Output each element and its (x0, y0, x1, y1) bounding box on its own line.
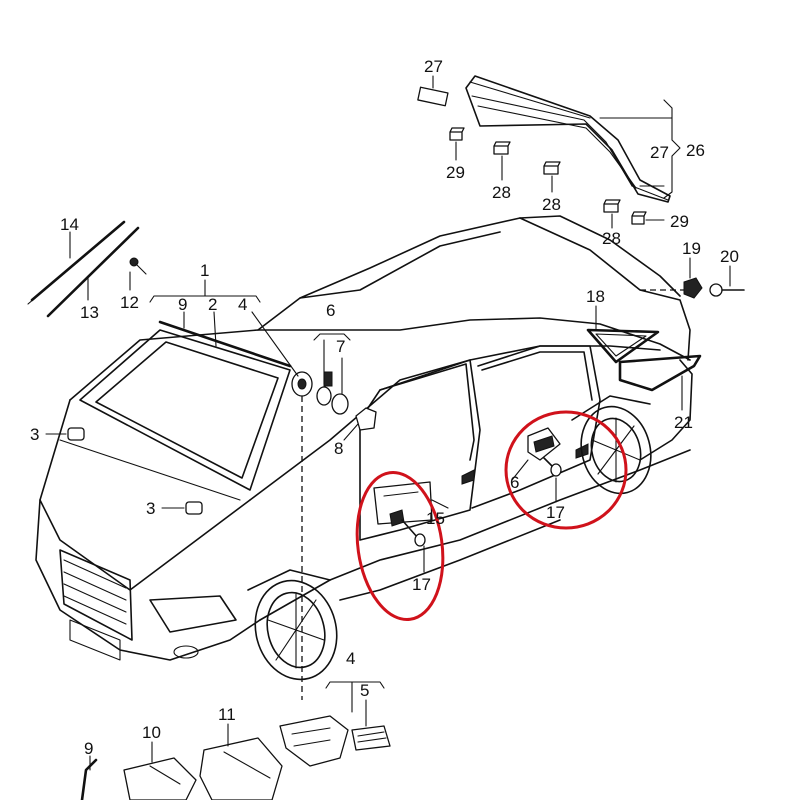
callout-14: 14 (60, 215, 79, 234)
callout-27-top: 27 (424, 57, 443, 76)
part-27-strip (417, 86, 449, 107)
part-17-bolt-rear (543, 457, 562, 477)
highlight-circle-rear-door (504, 410, 628, 530)
callout-6-top: 6 (326, 301, 335, 320)
callout-3-center: 3 (146, 499, 155, 518)
callout-2: 2 (208, 295, 217, 314)
part-10-cover (123, 757, 197, 801)
part-28-clip-c (603, 199, 621, 213)
callout-labels: 27 27 26 29 28 28 28 29 19 20 18 21 14 1… (30, 57, 739, 758)
part-3-pad-a (67, 427, 85, 441)
callout-9-top: 9 (178, 295, 187, 314)
callout-4-bottom: 4 (346, 649, 355, 668)
part-3-pad-b (185, 501, 203, 515)
callout-28-c: 28 (602, 229, 621, 248)
leader-lines (45, 231, 731, 771)
part-4-lower-bracket (279, 715, 349, 767)
part-28-clip-b (543, 161, 561, 175)
part-13-trim (46, 226, 140, 318)
part-29-clip-a (449, 127, 465, 141)
part-9-seal-lower (80, 758, 98, 802)
callout-21: 21 (674, 413, 693, 432)
callout-3-left: 3 (30, 425, 39, 444)
callout-6-rear: 6 (510, 473, 519, 492)
callout-29-left: 29 (446, 163, 465, 182)
part-4-sensor (291, 371, 313, 397)
callout-10: 10 (142, 723, 161, 742)
callout-13: 13 (80, 303, 99, 322)
part-9-seal (158, 320, 292, 368)
callout-19: 19 (682, 239, 701, 258)
part-28-clip-a (493, 141, 511, 155)
part-14-trim (27, 220, 126, 305)
leader-lines-top-right (432, 75, 681, 229)
callout-12: 12 (120, 293, 139, 312)
callout-9-bottom: 9 (84, 739, 93, 758)
callout-4-top: 4 (238, 295, 247, 314)
callout-18: 18 (586, 287, 605, 306)
callout-20: 20 (720, 247, 739, 266)
callout-1: 1 (200, 261, 209, 280)
callout-11: 11 (218, 705, 236, 724)
part-11-cover (199, 737, 283, 801)
car-body (35, 215, 702, 681)
highlight-circle-front-door (355, 470, 445, 622)
part-6-housing (316, 371, 333, 406)
callout-17-front: 17 (412, 575, 431, 594)
callout-28-a: 28 (492, 183, 511, 202)
rear-window-assembly (465, 75, 671, 203)
part-17-bolt-front (389, 509, 426, 547)
part-29-clip-b (631, 211, 647, 225)
callout-7: 7 (336, 337, 345, 356)
part-5-cover (351, 725, 391, 751)
part-12-bolt (129, 257, 147, 275)
part-6-bracket-rear (527, 427, 561, 461)
callout-8: 8 (334, 439, 343, 458)
callout-5: 5 (360, 681, 369, 700)
callout-27-right: 27 (650, 143, 669, 162)
callout-17-rear: 17 (546, 503, 565, 522)
part-20-screw (709, 283, 745, 297)
callout-26: 26 (686, 141, 705, 160)
callout-28-b: 28 (542, 195, 561, 214)
callout-15: 15 (426, 509, 445, 528)
part-19-clip (683, 277, 703, 299)
callout-29-right: 29 (670, 212, 689, 231)
part-7-ring (331, 393, 349, 415)
part-8-bracket (355, 407, 377, 431)
